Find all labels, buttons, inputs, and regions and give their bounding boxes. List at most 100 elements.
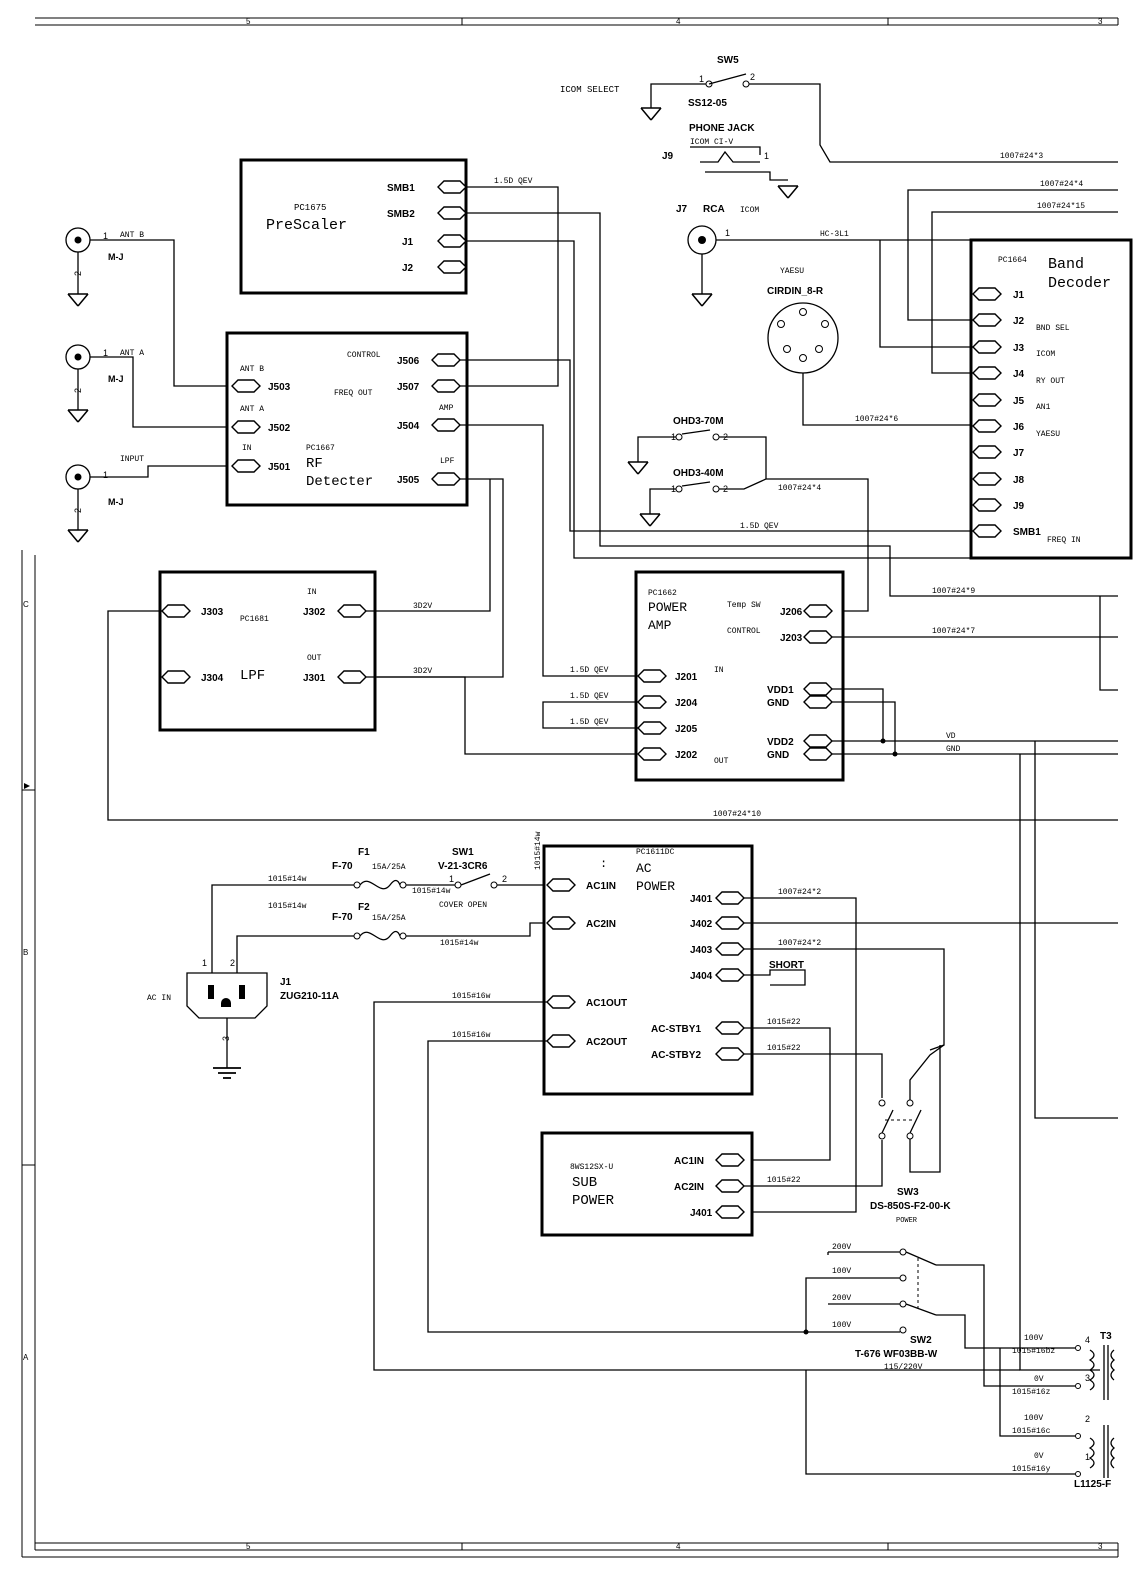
t3-tap4-v: 0V	[1034, 1452, 1044, 1461]
sw2-volt-3: 200V	[832, 1294, 851, 1303]
ac-pc: PC1611DC	[636, 848, 675, 857]
sw5-pin1: 1	[699, 74, 704, 84]
drawing-border	[21, 17, 1119, 1558]
rf-out-label-lpf: LPF	[440, 457, 455, 466]
ac-name2: POWER	[636, 879, 675, 894]
j7-rca-jack: J7 RCA ICOM 1 HC-3L1	[676, 204, 970, 307]
sw3-ref: SW3	[897, 1187, 919, 1198]
band-decoder-label-ry-out: RY OUT	[1036, 377, 1065, 386]
lpf-out: OUT	[307, 654, 322, 663]
ohd-switches: OHD3-70M OHD3-40M 1 2 1 2 1007#24*4 1.5D…	[627, 416, 869, 612]
lpf-cable-1: 3D2V	[413, 602, 432, 611]
ant-b-pin1: 1	[103, 231, 108, 241]
band-decoder-pin-j5: J5	[1013, 396, 1025, 407]
t3-tap4-cable: 1015#16y	[1012, 1465, 1051, 1474]
prescaler-name: PreScaler	[266, 217, 347, 234]
antenna-connectors: 1 1 1 2 2 2 ANT B ANT A INPUT M-J M-J M-…	[65, 227, 228, 543]
ac-pin-j403: J403	[690, 945, 713, 956]
ant-a-type: M-J	[108, 374, 124, 384]
j9-ref: J9	[662, 151, 674, 162]
ac-pin-j402: J402	[690, 919, 713, 930]
t3-tap1-cable: 1015#16bz	[1012, 1347, 1055, 1356]
j7-ref: J7	[676, 204, 688, 215]
rf-name2: Detecter	[306, 474, 373, 490]
j9-phone-jack: PHONE JACK ICOM CI-V J9 1 1007#24*3	[662, 123, 1043, 199]
j9-name: PHONE JACK	[689, 123, 755, 134]
j1-cable-2: 1015#16w	[452, 1031, 491, 1040]
band-decoder-pc: PC1664	[998, 256, 1027, 265]
yaesu-din-connector: YAESU CIRDIN_8-R 1007#24*6	[767, 267, 970, 426]
f1-cable: 1015#14w	[268, 875, 307, 884]
rf-in-pin-j501: J501	[268, 462, 291, 473]
f1-rating: 15A/25A	[372, 863, 406, 872]
j1-label: AC IN	[147, 994, 171, 1003]
ohd-cable2: 1.5D QEV	[740, 522, 779, 531]
sw5-pin2: 2	[750, 72, 755, 82]
sw1-cable: 1015#14w	[412, 887, 451, 896]
sw3-switch: SW3 DS-850S-F2-00-K POWER	[870, 1044, 951, 1225]
yaesu-part: CIRDIN_8-R	[767, 286, 824, 297]
ant-a-pin1: 1	[103, 348, 108, 358]
j1-cable-1: 1015#16w	[452, 992, 491, 1001]
sw2-ref: SW2	[910, 1335, 932, 1346]
sw1-pin1: 1	[449, 874, 454, 884]
pa-cable-j205: 1.5D QEV	[570, 718, 609, 727]
f2-cable: 1015#14w	[268, 902, 307, 911]
sub-part: 8WS12SX-U	[570, 1163, 613, 1172]
zone-top-3: 3	[1098, 17, 1103, 26]
row-a: A	[23, 1353, 29, 1362]
j1-pin2: 2	[230, 958, 235, 968]
band-decoder-label-icom: ICOM	[1036, 350, 1055, 359]
lpf-pin-j302: J302	[303, 607, 326, 618]
pa-label-in: IN	[714, 666, 724, 675]
sub-pin-ac1in: AC1IN	[674, 1156, 704, 1167]
band-decoder-label-bnd-sel: BND SEL	[1036, 324, 1070, 333]
f2-ref: F2	[358, 902, 370, 913]
pa-pin-gnd2: GND	[767, 750, 789, 761]
pa-pin-j203: J203	[780, 633, 803, 644]
lpf-name: LPF	[240, 668, 265, 684]
j1-ac-inlet: AC IN J1 ZUG210-11A 1 2 3 1015#16w 1015#…	[147, 958, 491, 1079]
input-pin2: 2	[73, 508, 83, 513]
band-decoder-label-an1: AN1	[1036, 403, 1051, 412]
band-decoder-pin-j8: J8	[1013, 475, 1025, 486]
sw1-part: V-21-3CR6	[438, 861, 488, 872]
lpf-pin-j304: J304	[201, 673, 224, 684]
rf-detecter-block: ANT B ANT A IN J503 J502 J501 PC1667 RF …	[225, 331, 469, 507]
sw1-pin2: 2	[502, 874, 507, 884]
ac-pin-stby1: AC-STBY1	[651, 1024, 701, 1035]
pa-cable-7: 1007#24*7	[932, 627, 975, 636]
sw2-volt-1: 200V	[832, 1243, 851, 1252]
rf-in-pin-j503: J503	[268, 382, 291, 393]
sub-power-block: 8WS12SX-U SUB POWER AC1IN AC2IN J401 101…	[540, 1131, 883, 1237]
j9-cable: 1007#24*3	[1000, 152, 1043, 161]
power-amp-block: PC1662 POWER AMP Temp SW CONTROL IN OUT …	[542, 570, 1118, 1371]
prescaler-pin-j2: J2	[402, 263, 414, 274]
band-decoder-block: PC1664 Band Decoder J1 J2 J3 J4 J5 J6 J7…	[879, 180, 1133, 560]
sw2-volt-4: 100V	[832, 1321, 851, 1330]
ac-pin-ac2out: AC2OUT	[586, 1037, 627, 1048]
band-decoder-pin-smb1: SMB1	[1013, 527, 1041, 538]
t3-tap1-v: 100V	[1024, 1334, 1043, 1343]
rf-in-label-ant-a: ANT A	[240, 405, 264, 414]
pa-pin-j202: J202	[675, 750, 698, 761]
band-decoder-pin-j9: J9	[1013, 501, 1025, 512]
pa-label-out: OUT	[714, 757, 729, 766]
ac-cable-vertical: 1015#14w	[534, 831, 543, 870]
sw2-volt-2: 100V	[832, 1267, 851, 1276]
ant-b-type: M-J	[108, 252, 124, 262]
band-decoder-pin-j2: J2	[1013, 316, 1025, 327]
rf-out-pin-j506: J506	[397, 356, 420, 367]
ant-b-pin2: 2	[73, 271, 83, 276]
pa-cable-j201: 1.5D QEV	[570, 666, 609, 675]
band-decoder-cable-15: 1007#24*15	[1037, 202, 1085, 211]
pa-label-control: CONTROL	[727, 627, 761, 636]
f2-part: F-70	[332, 912, 353, 923]
prescaler-block: PC1675 PreScaler SMB1 SMB2 J1 J2 1.5D QE…	[239, 158, 533, 295]
sw3-part: DS-850S-F2-00-K	[870, 1201, 951, 1212]
lpf-in: IN	[307, 588, 317, 597]
band-decoder-pin-j4: J4	[1013, 369, 1025, 380]
rf-out-label-control: CONTROL	[347, 351, 381, 360]
lpf-pc: PC1681	[240, 615, 269, 624]
band-decoder-pin-j6: J6	[1013, 422, 1025, 433]
